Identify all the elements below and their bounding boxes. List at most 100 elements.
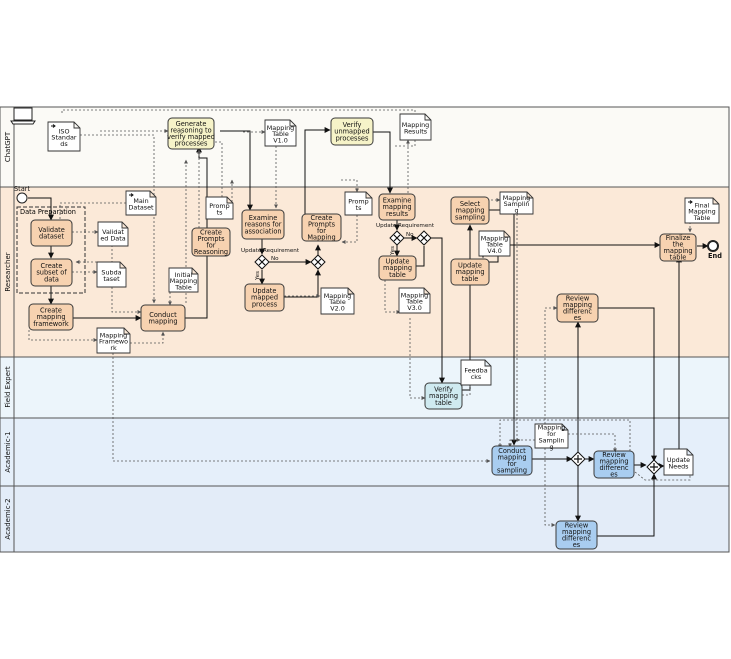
task-box[interactable]: [450, 258, 490, 286]
document-icon: [125, 190, 157, 216]
data-preparation-label: Data Preparation: [20, 208, 76, 216]
data-input-arrow-icon: [688, 200, 693, 204]
yes-label-2: Yes: [390, 246, 396, 256]
task-box[interactable]: [378, 255, 417, 281]
document-icon: [460, 359, 492, 386]
document-icon: [205, 196, 234, 220]
document-icon: [264, 119, 297, 147]
task-box[interactable]: [555, 520, 598, 550]
exclusive-gateway-1: [254, 254, 270, 270]
task-box[interactable]: [450, 196, 490, 225]
task-box[interactable]: [241, 209, 285, 240]
task-box[interactable]: [378, 193, 416, 221]
task-box[interactable]: [330, 117, 374, 146]
task-box[interactable]: [301, 213, 342, 242]
lane-label-researcher: Researcher: [4, 252, 12, 291]
document-icon: [398, 287, 431, 314]
document-icon: [344, 191, 373, 216]
gateway-labels: Update Requirement No Yes Update Require…: [241, 223, 435, 281]
task-box[interactable]: [30, 219, 73, 247]
task-box[interactable]: [140, 304, 186, 332]
task-box[interactable]: [30, 258, 73, 287]
lane-label-academic-1: Academic-1: [4, 431, 12, 472]
task-box[interactable]: [593, 450, 635, 479]
document-icon: [684, 197, 720, 224]
task-box[interactable]: [28, 303, 74, 331]
task-box[interactable]: [244, 283, 285, 312]
gateways: [254, 230, 662, 475]
lane-label-chatgpt: ChatGPT: [4, 131, 12, 162]
task-box[interactable]: [191, 227, 231, 257]
document-icon: [663, 448, 694, 476]
parallel-gateway-join: [646, 459, 662, 475]
data-input-arrow-icon: [129, 193, 134, 197]
task-box[interactable]: [424, 382, 463, 410]
task-box[interactable]: [659, 233, 697, 262]
document-icon: [97, 221, 129, 247]
task-box[interactable]: [556, 293, 599, 323]
update-requirement-label-2: Update Requirement: [376, 223, 435, 229]
task-box[interactable]: [167, 117, 215, 150]
task-box[interactable]: [491, 445, 533, 476]
